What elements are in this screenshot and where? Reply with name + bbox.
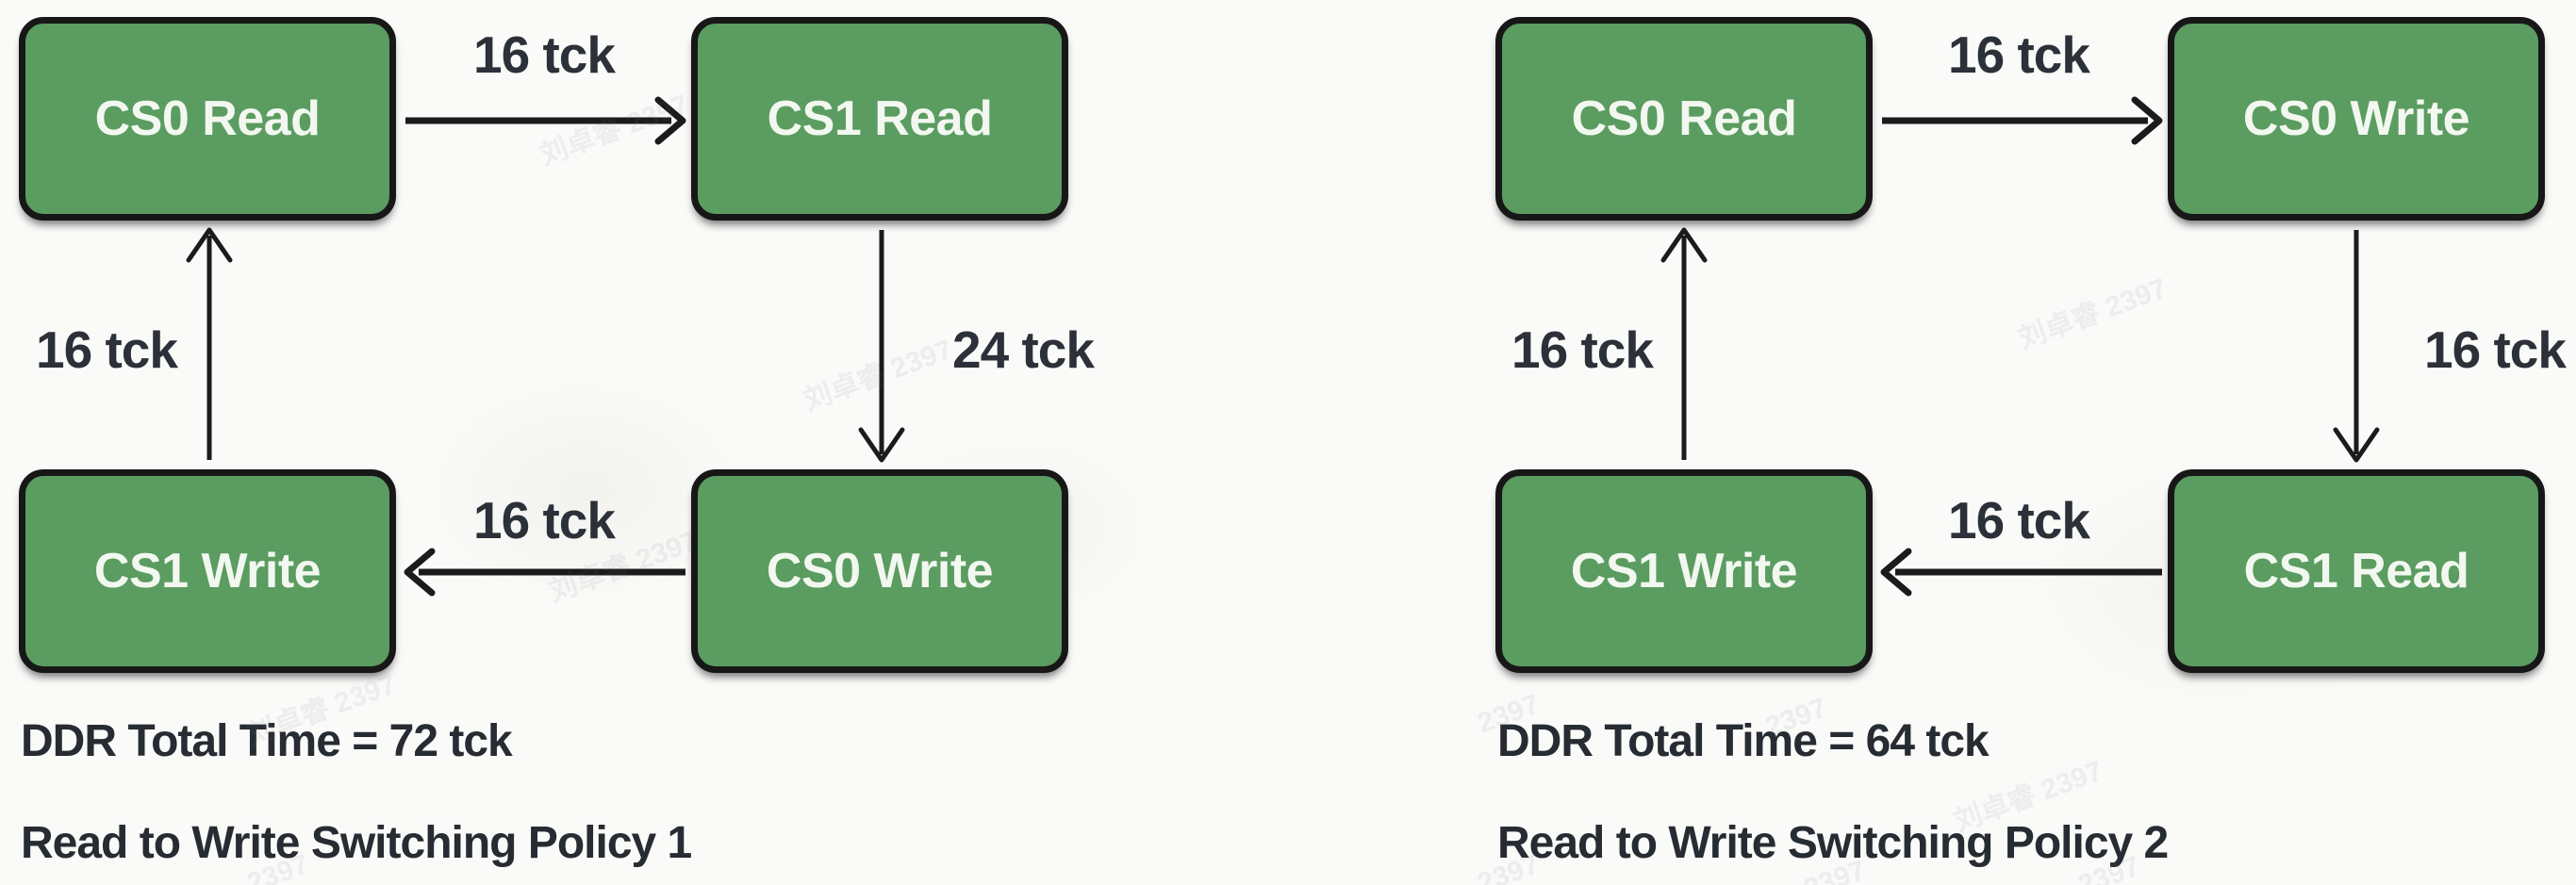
p2-edge-label-top: 16 tck <box>1948 25 2090 84</box>
p2-total-time-text: DDR Total Time = 64 tck <box>1497 716 1990 766</box>
p2-caption-text: Read to Write Switching Policy 2 <box>1497 818 2169 868</box>
p1-node-cs1-write: CS1 Write <box>19 469 396 673</box>
node-label: CS1 Read <box>767 91 993 146</box>
p2-arrow-right-icon <box>1882 96 2163 145</box>
p1-node-cs1-read: CS1 Read <box>691 17 1068 221</box>
p2-node-cs1-write: CS1 Write <box>1495 469 1873 673</box>
p1-node-cs0-read: CS0 Read <box>19 17 396 221</box>
p1-arrow-right-icon <box>405 96 686 145</box>
node-label: CS0 Write <box>766 544 994 598</box>
p2-node-cs0-read: CS0 Read <box>1495 17 1873 221</box>
p1-total-time-text: DDR Total Time = 72 tck <box>21 716 513 766</box>
p1-edge-label-left: 16 tck <box>36 320 178 379</box>
p1-arrow-left-icon <box>404 548 685 597</box>
node-label: CS0 Read <box>94 91 321 146</box>
node-label: CS0 Write <box>2242 91 2470 146</box>
p1-edge-label-top: 16 tck <box>473 25 616 84</box>
p1-arrow-up-icon <box>186 227 233 460</box>
p1-edge-label-bottom: 16 tck <box>473 491 616 549</box>
p1-edge-label-right: 24 tck <box>952 320 1095 379</box>
p2-node-cs1-read: CS1 Read <box>2168 469 2545 673</box>
p2-edge-label-left: 16 tck <box>1511 320 1654 379</box>
p2-edge-label-right: 16 tck <box>2424 320 2567 379</box>
p2-arrow-down-icon <box>2333 230 2380 463</box>
node-label: CS1 Write <box>1570 544 1798 598</box>
p1-arrow-down-icon <box>858 230 905 463</box>
p2-node-cs0-write: CS0 Write <box>2168 17 2545 221</box>
p2-edge-label-bottom: 16 tck <box>1948 491 2090 549</box>
node-label: CS0 Read <box>1571 91 1797 146</box>
node-label: CS1 Write <box>93 544 322 598</box>
p1-node-cs0-write: CS0 Write <box>691 469 1068 673</box>
p2-arrow-up-icon <box>1660 227 1708 460</box>
p1-caption-text: Read to Write Switching Policy 1 <box>21 818 692 868</box>
p2-arrow-left-icon <box>1880 548 2162 597</box>
node-label: CS1 Read <box>2243 544 2469 598</box>
